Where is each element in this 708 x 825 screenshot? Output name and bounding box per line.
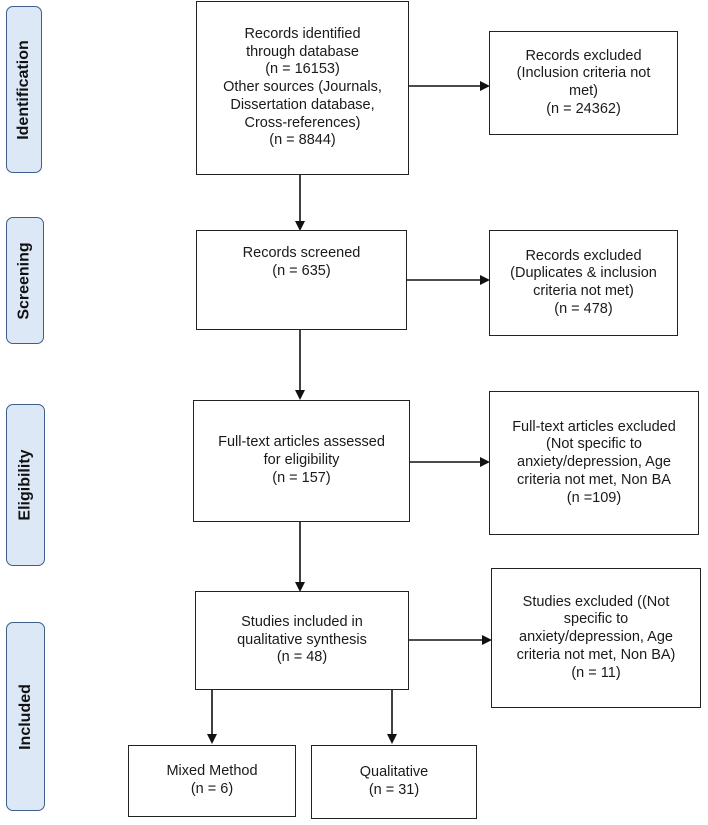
box-studies-excluded: Studies excluded ((Not specific to anxie…	[491, 568, 701, 708]
box-records-excluded-screening: Records excluded (Duplicates & inclusion…	[489, 230, 678, 336]
box-fulltext-assessed: Full-text articles assessed for eligibil…	[193, 400, 410, 522]
box-line: (n = 48)	[276, 649, 328, 666]
stage-included: Included	[6, 622, 45, 811]
box-line: Studies excluded ((Not	[522, 593, 670, 610]
box-line: criteria not met, Non BA)	[516, 646, 676, 663]
box-line: (Not specific to	[546, 436, 642, 453]
box-line: Cross-references)	[244, 114, 361, 131]
box-line: (n = 6)	[190, 781, 234, 797]
stage-identification: Identification	[6, 6, 42, 173]
box-line: specific to	[563, 611, 629, 628]
box-line: (n = 478)	[554, 300, 613, 317]
box-records-screened: Records screened (n = 635)	[196, 230, 407, 330]
box-line: Other sources (Journals,	[223, 79, 382, 96]
box-line: Records screened	[242, 245, 361, 261]
box-line: Records excluded	[525, 247, 642, 264]
box-line: (n = 11)	[571, 664, 621, 681]
box-line: criteria not met)	[533, 283, 634, 299]
stage-screening: Screening	[6, 217, 44, 344]
box-line: through database	[246, 43, 359, 60]
box-fulltext-excluded: Full-text articles excluded (Not specifi…	[489, 391, 699, 535]
box-line: Studies included in	[241, 613, 363, 630]
box-line: qualitative synthesis	[237, 631, 367, 648]
box-line: Records identified	[244, 26, 361, 43]
box-line: Full-text articles excluded	[512, 418, 676, 435]
box-line: (Duplicates & inclusion	[510, 265, 657, 282]
box-line: Qualitative	[359, 764, 429, 781]
box-line: (n = 16153)	[265, 61, 340, 78]
box-line: (n = 157)	[272, 469, 331, 486]
box-mixed-method: Mixed Method (n = 6)	[128, 745, 296, 817]
box-records-excluded-identification: Records excluded (Inclusion criteria not…	[489, 31, 678, 135]
box-line: (n = 31)	[368, 782, 420, 798]
box-line: (n = 8844)	[269, 132, 336, 149]
box-line: (n = 24362)	[546, 100, 621, 117]
box-line: Records excluded	[525, 47, 642, 64]
box-line: Full-text articles assessed	[218, 434, 385, 451]
box-line: (n =109)	[566, 489, 622, 506]
box-studies-included: Studies included in qualitative synthesi…	[195, 591, 409, 690]
box-line: met)	[569, 83, 598, 99]
box-qualitative: Qualitative (n = 31)	[311, 745, 477, 819]
box-line: anxiety/depression, Age	[519, 629, 673, 646]
box-line: (Inclusion criteria not	[516, 65, 651, 82]
box-records-identified: Records identified through database (n =…	[196, 1, 409, 175]
box-line: criteria not met, Non BA	[517, 471, 671, 488]
box-line: (n = 635)	[272, 262, 331, 279]
box-line: for eligibility	[263, 452, 340, 469]
box-line: anxiety/depression, Age	[517, 454, 671, 471]
box-line: Dissertation database,	[230, 96, 375, 113]
stage-eligibility: Eligibility	[6, 404, 45, 566]
box-line: Mixed Method	[166, 763, 258, 780]
